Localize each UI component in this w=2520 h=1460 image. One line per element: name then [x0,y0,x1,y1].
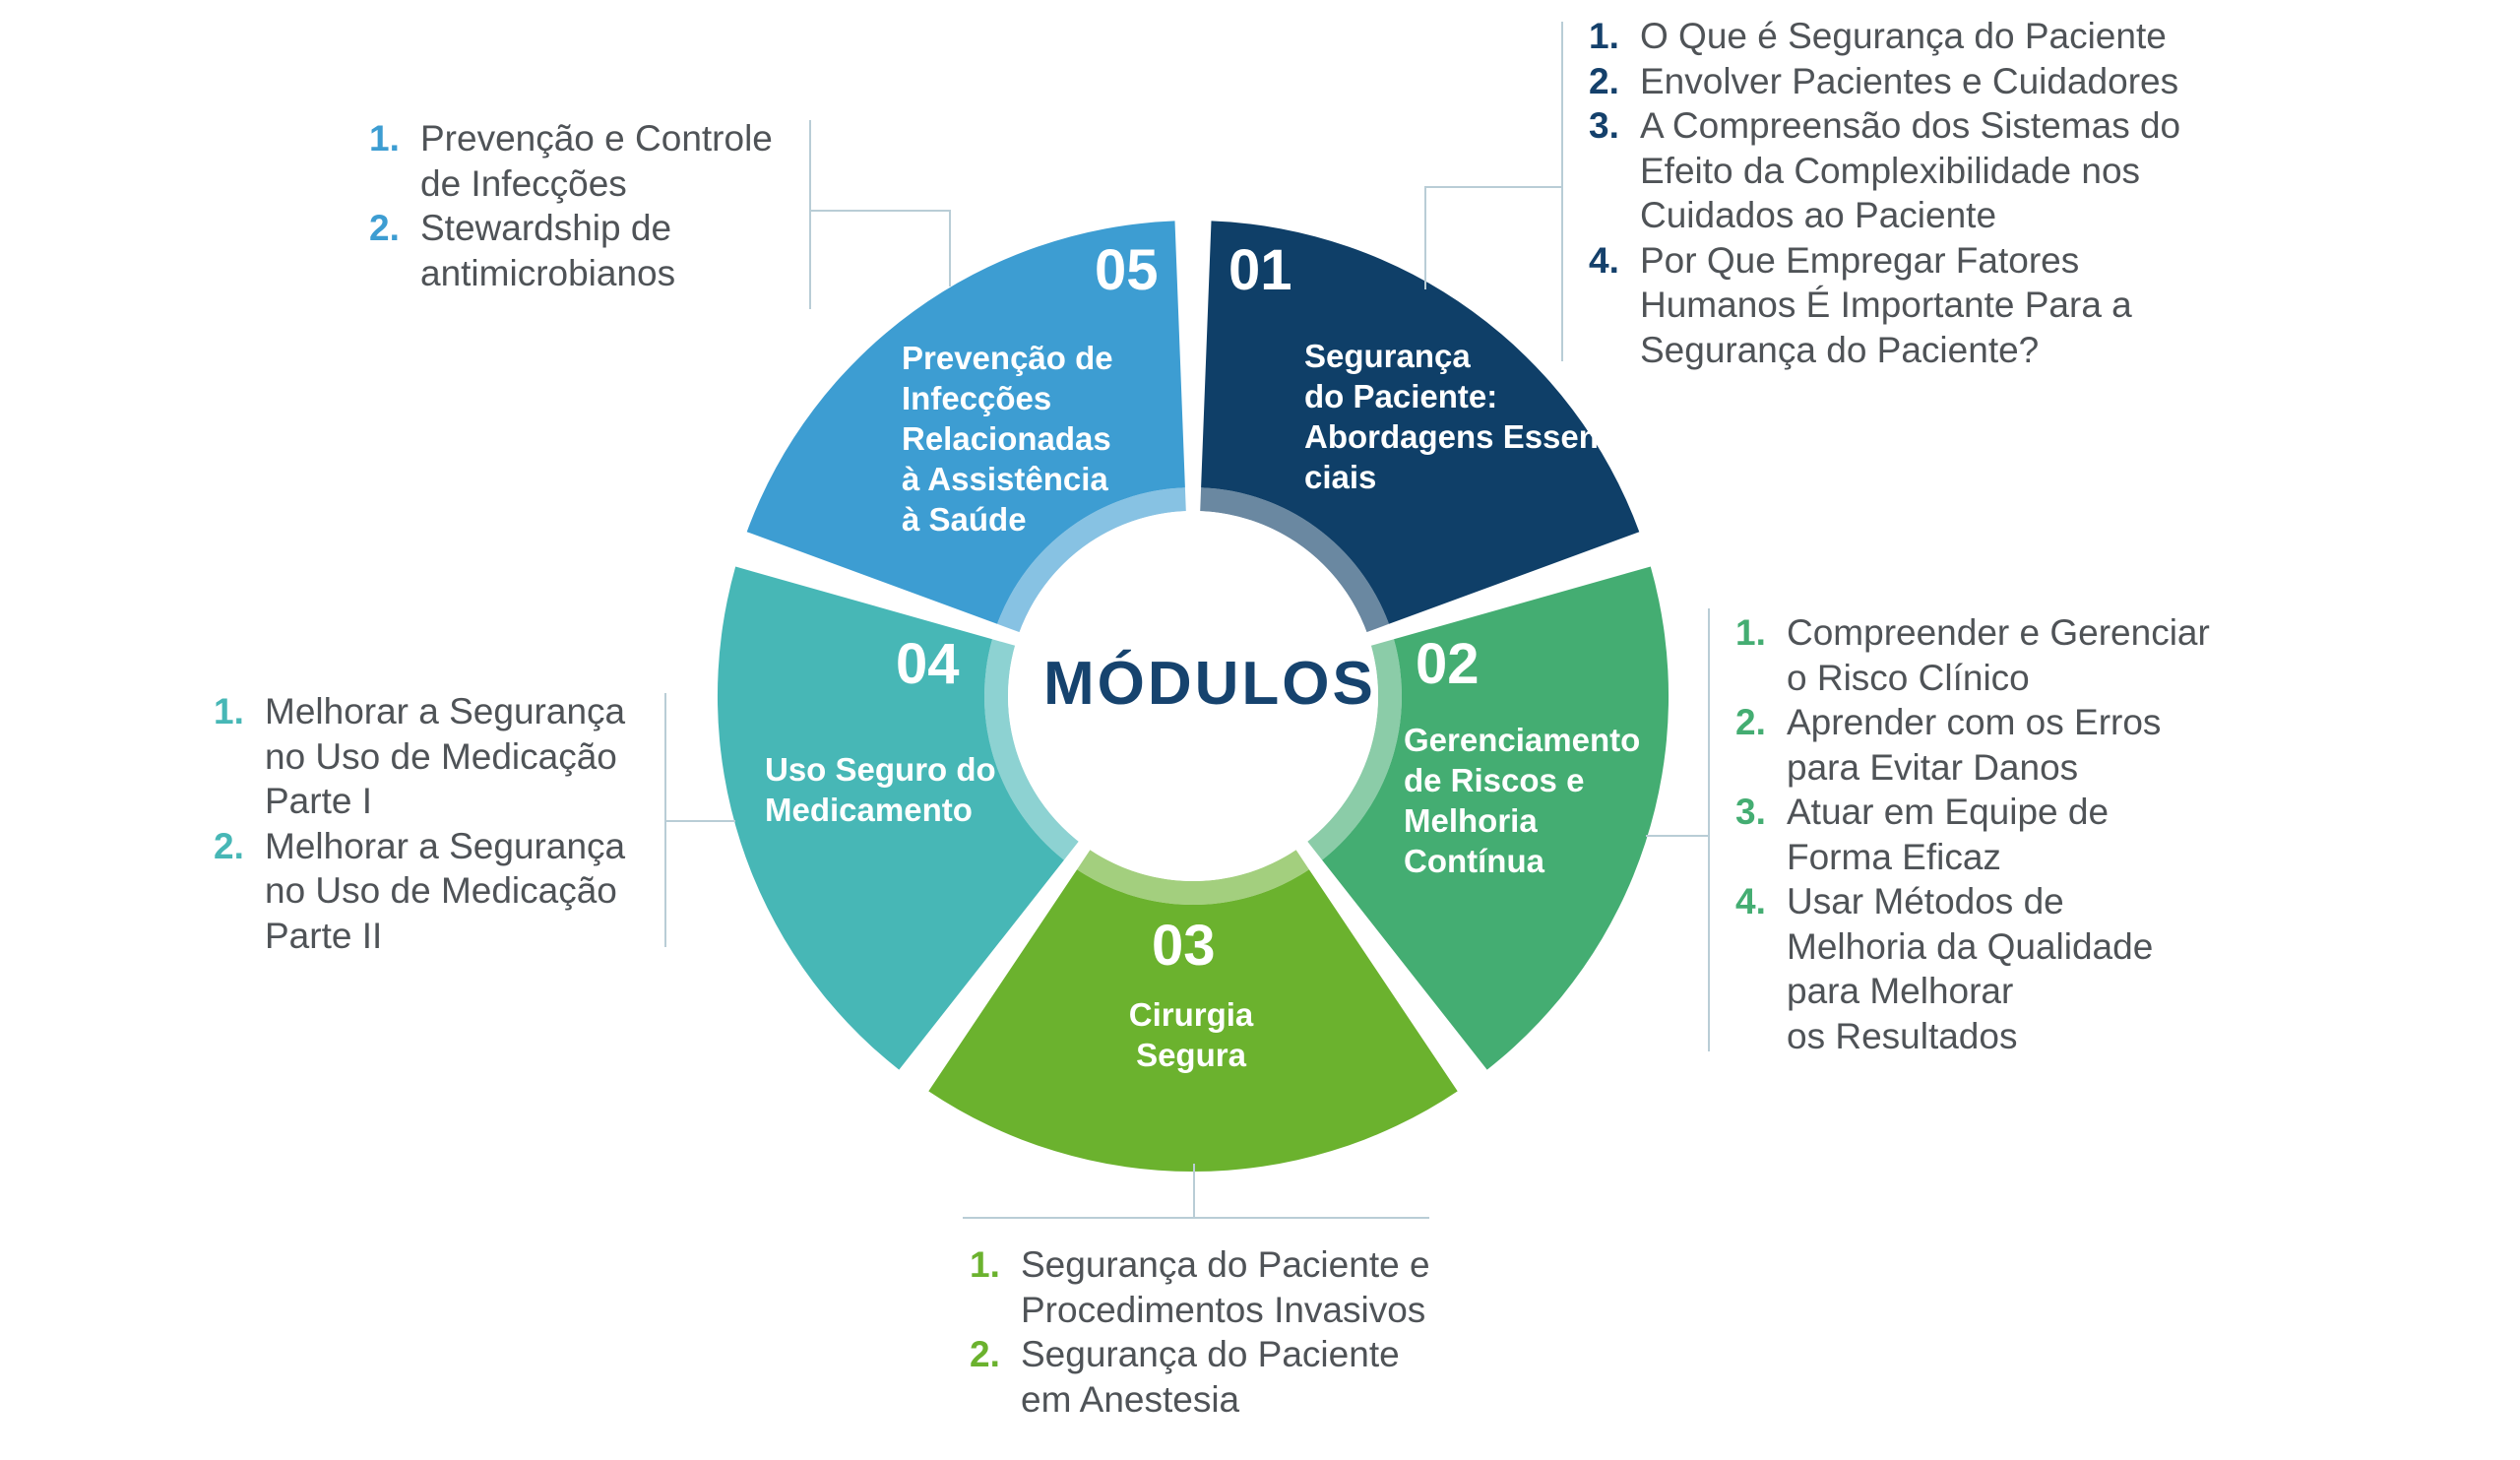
module-02-number: 02 [1416,632,1480,696]
connector-05 [949,210,951,286]
module-01-title: Segurança do Paciente: Abordagens Essen-… [1304,338,1609,495]
inner-ring-05 [997,487,1186,633]
list-item: 2. Stewardship de antimicrobianos [369,208,676,293]
module-04-title: Uso Seguro do Medicamento [765,751,996,828]
connector-01 [1424,186,1562,188]
list-item: 4. Por Que Empregar Fatores Humanos É Im… [1589,239,2132,370]
list-item: 3. A Compreensão dos Sistemas do Efeito … [1589,105,2181,235]
module-03-title: Cirurgia Segura [1128,996,1254,1073]
list-item: 1. Segurança do Paciente e Procedimentos… [970,1244,1430,1330]
list-item: 1. O Que é Segurança do Paciente [1589,16,2167,56]
module-01-topics: 1. O Que é Segurança do Paciente 2. Envo… [1589,14,2180,372]
wheel-segment-02 [1322,566,1670,1070]
connector-01 [1424,186,1426,289]
connector-05 [809,210,950,212]
inner-ring-04 [983,639,1079,860]
list-item: 1. Compreender e Gerenciar o Risco Clíni… [1735,612,2210,698]
wheel-segment-05 [746,221,1185,624]
module-05-number: 05 [1095,238,1159,302]
list-item: 1. Prevenção e Controle de Infecções [369,118,773,204]
list-item: 4. Usar Métodos de Melhoria da Qualidade… [1735,881,2154,1056]
module-03-topics: 1. Segurança do Paciente e Procedimentos… [970,1242,1430,1422]
module-04-topics: 1. Melhorar a Segurança no Uso de Medica… [214,689,625,958]
list-item: 1. Melhorar a Segurança no Uso de Medica… [214,691,626,821]
connector-01 [1561,22,1563,361]
center-circle [1008,511,1378,881]
list-item: 2. Aprender com os Erros para Evitar Dan… [1735,702,2162,788]
list-item: 3. Atuar em Equipe de Forma Eficaz [1735,792,2110,877]
wheel-segment-01 [1201,221,1640,624]
inner-ring-02 [1307,639,1403,860]
connector-04 [664,820,735,822]
connector-03 [1193,1164,1195,1217]
wheel-segment-04 [717,566,1064,1070]
module-01-number: 01 [1228,238,1292,302]
list-item: 2. Segurança do Paciente em Anestesia [970,1334,1400,1420]
module-05-title: Prevenção de Infecções Relacionadas à As… [902,340,1113,538]
inner-ring-03 [1077,850,1309,906]
wheel-segment-03 [928,869,1458,1173]
list-item: 2. Melhorar a Segurança no Uso de Medica… [214,825,626,956]
module-04-number: 04 [896,632,960,696]
connector-02 [1646,835,1709,837]
module-05-topics: 1. Prevenção e Controle de Infecções 2. … [369,116,773,295]
connector-03 [963,1217,1429,1219]
connector-02 [1708,608,1710,1051]
connector-05 [809,120,811,309]
module-03-number: 03 [1152,914,1216,978]
module-02-topics: 1. Compreender e Gerenciar o Risco Clíni… [1735,610,2210,1058]
center-title: MÓDULOS [1043,650,1376,718]
inner-ring-01 [1200,487,1389,633]
module-02-title: Gerenciamento de Riscos e Melhoria Contí… [1404,722,1641,879]
list-item: 2. Envolver Pacientes e Cuidadores [1589,60,2179,101]
